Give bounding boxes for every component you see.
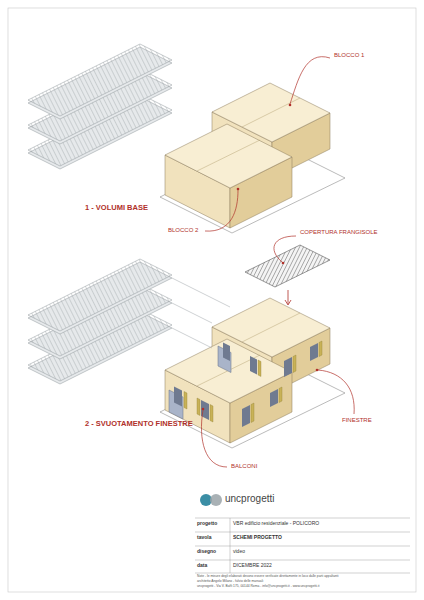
block-2-right-openings	[242, 387, 282, 427]
title-block	[195, 494, 410, 573]
field-value: VBR edificio residenziale - POLICORO	[233, 521, 319, 527]
louvre-lines	[172, 278, 230, 348]
sunshade-slats	[245, 245, 330, 287]
leader-dots	[202, 104, 319, 411]
callout-label: BLOCCO 2	[168, 227, 198, 234]
field-name: data	[197, 563, 207, 569]
note-text: architetto Angelo Milano - fulvio delle …	[197, 580, 263, 584]
note-text: uncprogetti - Via V. Baffi 175, 00144 Ro…	[197, 585, 319, 589]
volumes-stage	[28, 44, 345, 233]
section-heading: 2 - SVUOTAMENTO FINESTRE	[85, 420, 193, 429]
field-name: progetto	[197, 521, 217, 527]
block-1-left-openings	[218, 340, 261, 388]
field-value: video	[233, 549, 245, 555]
section-heading: 1 - VOLUMI BASE	[85, 204, 148, 213]
field-name: tavola	[197, 535, 211, 541]
callout-label: COPERTURA FRANGISOLE	[300, 229, 378, 236]
block-1-right-openings	[284, 341, 322, 377]
field-value: DICEMBRE 2022	[233, 563, 272, 569]
callout-label: BLOCCO 1	[334, 52, 364, 59]
logo-text: uncprogetti	[225, 493, 274, 505]
block-2	[165, 124, 292, 228]
volumes-stage-2	[28, 259, 345, 448]
note-text: Note - le misure degli elaborati devono …	[197, 575, 338, 579]
move-arrow	[285, 290, 291, 305]
callout-label: BALCONI	[231, 463, 257, 470]
sunshade-roof	[245, 245, 330, 287]
sheet-frame	[8, 8, 416, 592]
leader-lines	[201, 57, 354, 467]
slabs	[28, 44, 172, 169]
callout-label: FINESTRE	[342, 417, 372, 424]
field-name: disegno	[197, 549, 216, 555]
field-value: SCHEMI PROGETTO	[233, 535, 282, 541]
